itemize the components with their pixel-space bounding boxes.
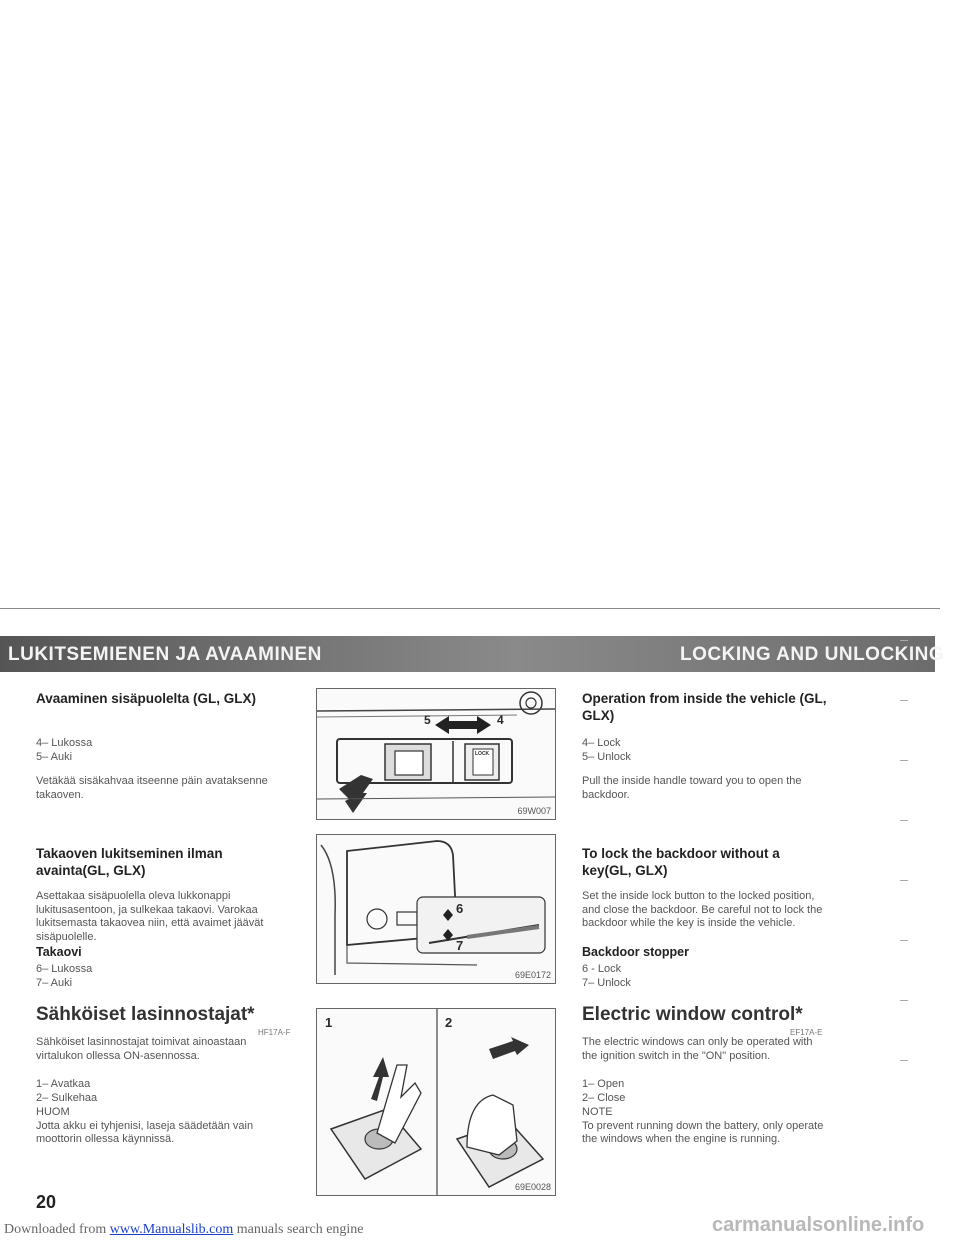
page-number: 20 [36, 1192, 57, 1212]
list-item: 2– Sulkehaa [36, 1091, 98, 1104]
footer-suffix: manuals search engine [236, 1222, 364, 1237]
list-item: 6 - Lock [582, 963, 622, 975]
list-item: 1– Open [582, 1078, 625, 1090]
fi-section3-text: Sähköiset lasinnostajat toimivat ainoast… [36, 1036, 247, 1062]
manualslib-link[interactable]: www.Manualslib.com [109, 1222, 234, 1237]
fi-section3-list: 1– Avatkaa 2– Sulkehaa [36, 1078, 276, 1105]
footer-prefix: Downloaded from [4, 1222, 107, 1237]
note-title: HUOM [36, 1106, 70, 1118]
fi-section2-text: Asettakaa sisäpuolella oleva lukkonappi … [36, 890, 264, 943]
list-item: 2– Close [582, 1091, 626, 1104]
banner-title-fi: LUKITSEMIENEN JA AVAAMINEN [8, 644, 322, 665]
en-section2-subtitle: Backdoor stopper [582, 945, 689, 959]
figure3-code: 69E0028 [514, 1182, 551, 1192]
fi-section2-title: Takaoven lukitseminen ilman avainta(GL, … [36, 846, 223, 878]
en-section3-note: NOTE To prevent running down the battery… [582, 1106, 824, 1147]
en-section2-title: To lock the backdoor without a key(GL, G… [582, 846, 780, 878]
figure2-code: 69E0172 [514, 970, 551, 980]
figure2-label-7: 7 [456, 938, 464, 953]
fi-section3-note: HUOM Jotta akku ei tyhjenisi, laseja sää… [36, 1106, 291, 1147]
banner-title-en: LOCKING AND UNLOCKING [680, 644, 945, 665]
figure-backdoor-stopper: 6 7 69E0172 [316, 834, 556, 984]
en-section3-text: The electric windows can only be operate… [582, 1036, 813, 1062]
fi-section3-code: HF17A-F [258, 1028, 291, 1037]
figure1-code: 69W007 [517, 806, 551, 816]
fi-section1-list: 4– Lukossa 5– Auki [36, 737, 276, 764]
figure-inside-handle: 5 4 LOCK 69W007 [316, 688, 556, 820]
note-text: To prevent running down the battery, onl… [582, 1119, 824, 1146]
list-item: 4– Lock [582, 737, 621, 749]
fi-section1-title: Avaaminen sisäpuolelta (GL, GLX) [36, 691, 257, 706]
watermark: carmanualsonline.info [712, 1214, 925, 1236]
list-item: 7– Unlock [582, 976, 631, 989]
en-section2-text: Set the inside lock button to the locked… [582, 890, 823, 929]
en-section1-text: Pull the inside handle toward you to ope… [582, 775, 802, 801]
list-item: 1– Avatkaa [36, 1078, 91, 1090]
backdoor-stopper-illustration [320, 840, 546, 975]
en-section2-list: 6 - Lock 7– Unlock [582, 963, 822, 990]
window-switch-illustration [329, 1009, 545, 1195]
fi-section2-list: 6– Lukossa 7– Auki [36, 963, 276, 990]
list-item: 6– Lukossa [36, 963, 93, 975]
figure-window-switch: 1 2 69E0028 [316, 1008, 556, 1196]
fi-section1-text: Vetäkää sisäkahvaa itseenne päin avataks… [36, 775, 268, 801]
figure3-label-1: 1 [325, 1015, 333, 1030]
figure2-label-6: 6 [456, 901, 464, 916]
top-rule [0, 608, 940, 609]
section-banner: LUKITSEMIENEN JA AVAAMINEN LOCKING AND U… [0, 636, 944, 672]
list-item: 5– Unlock [582, 750, 631, 763]
figure1-label-4: 4 [497, 713, 504, 727]
fi-section2-subtitle: Takaovi [36, 945, 82, 959]
inside-handle-illustration [316, 691, 556, 813]
en-section3-list: 1– Open 2– Close [582, 1078, 822, 1105]
en-section1-list: 4– Lock 5– Unlock [582, 737, 822, 764]
en-section3-title: Electric window control* [582, 1004, 803, 1025]
list-item: 4– Lukossa [36, 737, 93, 749]
list-item: 7– Auki [36, 976, 73, 989]
note-text: Jotta akku ei tyhjenisi, laseja säädetää… [36, 1119, 254, 1146]
fi-section3-title: Sähköiset lasinnostajat* [36, 1004, 255, 1025]
note-title: NOTE [582, 1106, 613, 1118]
list-item: 5– Auki [36, 750, 73, 763]
edge-marks [900, 640, 940, 1200]
figure1-lock-label: LOCK [475, 751, 490, 757]
figure1-label-5: 5 [424, 713, 431, 727]
en-section3-code: EF17A-E [790, 1028, 823, 1037]
figure3-label-2: 2 [445, 1015, 453, 1030]
en-section1-title: Operation from inside the vehicle (GL, G… [582, 691, 827, 723]
download-footer: Downloaded from www.Manualslib.com manua… [4, 1222, 364, 1238]
